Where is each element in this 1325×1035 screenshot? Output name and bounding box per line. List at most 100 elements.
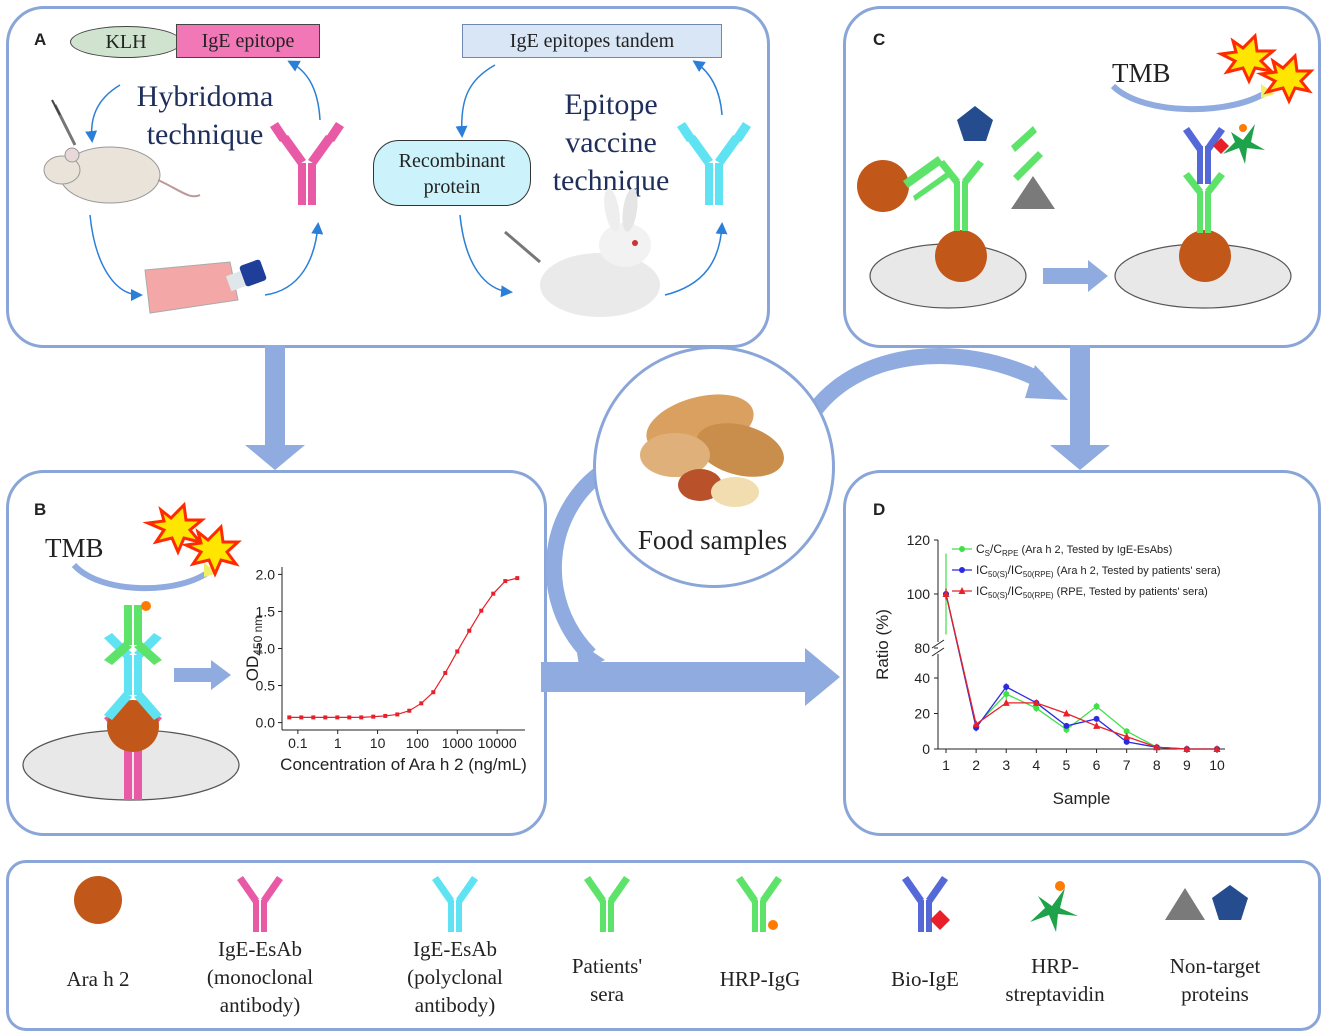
legend-triangle-icon	[1165, 888, 1205, 920]
data-point	[419, 701, 424, 706]
panel-a-label: A	[34, 30, 47, 49]
y-tick-label: 0.5	[256, 678, 276, 694]
legend-line: sera	[590, 982, 624, 1006]
data-point	[942, 590, 950, 597]
arrow-food-curve-right	[808, 348, 1044, 415]
legend-marker	[959, 546, 965, 552]
legend-line: IgE-EsAb	[413, 937, 497, 961]
ige-tandem-text: IgE epitopes tandem	[509, 30, 675, 52]
arrow-b-to-d	[541, 648, 840, 706]
x-tick-label: 1	[942, 757, 950, 773]
pentagon-icon	[957, 106, 993, 141]
series-line	[945, 593, 1217, 750]
x-tick-label: 8	[1153, 757, 1161, 773]
legend-line: IgE-EsAb	[218, 937, 302, 961]
arrow-c-step	[1043, 260, 1108, 292]
legend-label-sera: Patients' sera	[527, 952, 687, 1008]
panel-b-graphics	[22, 501, 242, 801]
data-point	[972, 720, 980, 728]
data-point	[335, 715, 340, 720]
legend-hrpigg-icon	[736, 876, 782, 932]
data-point	[443, 670, 448, 675]
x-tick-label: 3	[1002, 757, 1010, 773]
rabbit-icon	[504, 188, 660, 317]
legend-marker	[958, 587, 966, 594]
y-tick-label: 1.5	[256, 603, 276, 619]
legend-line: streptavidin	[1005, 982, 1105, 1006]
data-point	[1093, 715, 1100, 722]
ige-epitope-text: IgE epitope	[201, 30, 295, 52]
data-point	[491, 591, 496, 596]
x-tick-label: 5	[1063, 757, 1071, 773]
data-point	[1213, 745, 1221, 752]
panel-d-label: D	[873, 500, 886, 519]
ara-h2-icon	[107, 700, 159, 752]
data-point	[323, 715, 328, 720]
x-axis-label: Concentration of Ara h 2 (ng/mL)	[280, 755, 527, 774]
panel-b-label: B	[34, 500, 47, 519]
legend-label-hrpigg: HRP-IgG	[680, 965, 840, 993]
data-point	[1093, 721, 1101, 729]
data-point	[455, 649, 460, 654]
legend-line: Patients'	[571, 954, 643, 978]
burst-icon	[1255, 52, 1315, 105]
x-tick-label: 10	[1209, 757, 1225, 773]
y-tick-label: 0.0	[256, 715, 276, 731]
ara-h2-icon	[857, 160, 909, 212]
x-tick-label: 4	[1032, 757, 1040, 773]
x-tick-label: 1000	[442, 735, 473, 751]
panel-d	[843, 470, 1321, 836]
data-point	[1123, 738, 1130, 745]
epitope-vaccine-line-2: vaccine	[565, 126, 657, 159]
legend-label-ara: Ara h 2	[18, 965, 178, 993]
data-point	[479, 608, 484, 613]
y-tick-label: 2.0	[256, 566, 276, 582]
legend-panel	[6, 860, 1321, 1031]
x-tick-label: 10000	[478, 735, 517, 751]
ara-h2-icon	[935, 230, 987, 282]
legend-line: HRP-	[1031, 954, 1079, 978]
legend-label-bioige: Bio-IgE	[845, 965, 1005, 993]
tmb-label-c: TMB	[1112, 58, 1171, 88]
x-tick-label: 9	[1183, 757, 1191, 773]
legend-line: Bio-IgE	[891, 967, 959, 991]
x-tick-label: 100	[406, 735, 430, 751]
data-point	[503, 579, 508, 584]
recombinant-line-2: protein	[423, 176, 481, 198]
axis-break-mark	[931, 647, 945, 657]
data-point	[383, 713, 388, 718]
klh-label: KLH	[70, 26, 182, 58]
epitope-vaccine-line-1: Epitope	[564, 88, 658, 121]
data-point	[1123, 728, 1130, 735]
x-tick-label: 1	[334, 735, 342, 751]
y-axis-label: OD450 nm	[243, 616, 265, 682]
data-point	[467, 628, 472, 633]
data-point	[1002, 698, 1010, 706]
arrow-food-curve-left	[545, 463, 610, 661]
y-tick-label: 80	[914, 640, 930, 656]
data-point	[395, 712, 400, 717]
data-point	[1003, 690, 1010, 697]
data-point	[1033, 705, 1040, 712]
x-tick-label: 6	[1093, 757, 1101, 773]
data-point	[1003, 683, 1010, 690]
data-point	[431, 690, 436, 695]
tmb-label-b: TMB	[45, 533, 104, 563]
legend-label-hrpstrep: HRP-streptavidin	[975, 952, 1135, 1008]
data-point	[1123, 732, 1131, 740]
legend-line: antibody)	[219, 993, 301, 1017]
data-point	[347, 715, 352, 720]
ige-tandem-box: IgE epitopes tandem	[462, 24, 722, 58]
x-tick-label: 7	[1123, 757, 1131, 773]
y-tick-label: 1.0	[256, 641, 276, 657]
recombinant-line-1: Recombinant	[398, 150, 506, 172]
klh-text: KLH	[105, 31, 147, 53]
pink-antibody-icon	[270, 122, 344, 205]
data-point	[1062, 709, 1070, 717]
bio-tag-icon	[1213, 138, 1229, 154]
legend-line: Non-target	[1169, 954, 1261, 978]
y-tick-label: 40	[914, 670, 930, 686]
